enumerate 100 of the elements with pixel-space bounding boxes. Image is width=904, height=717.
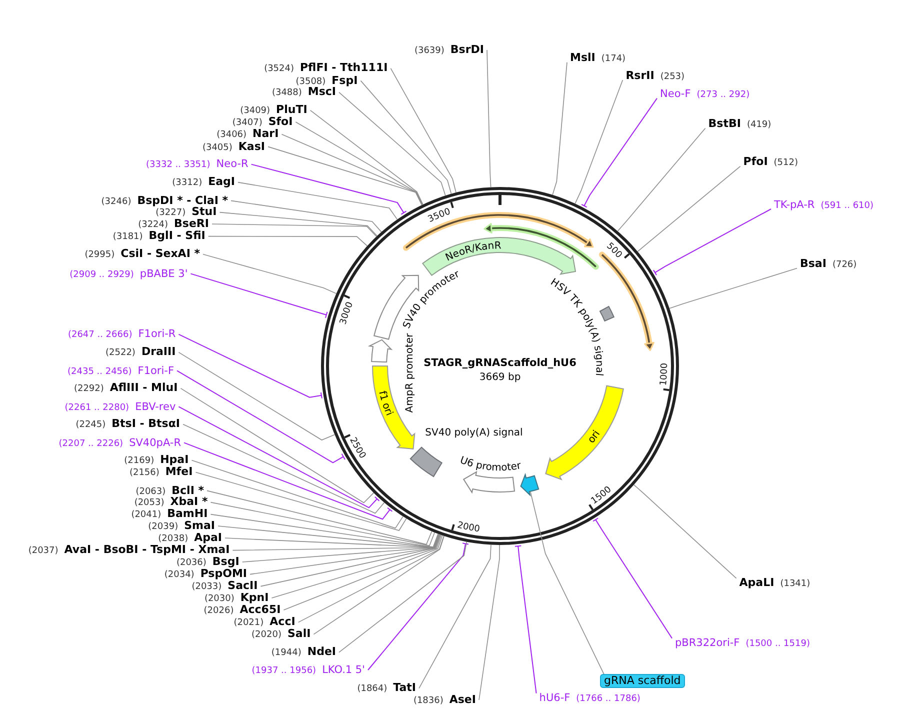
- cut-position: (2033): [192, 581, 222, 594]
- leader-line: [224, 534, 440, 548]
- leader-line: [219, 212, 378, 236]
- enzyme-name: BspDI * - ClaI *: [137, 194, 228, 207]
- cut-position: (2020): [252, 629, 282, 642]
- primer-name: Neo-F: [660, 87, 691, 102]
- cut-position: (2038): [158, 533, 188, 545]
- leader-line: [652, 208, 772, 276]
- cut-position: (2036): [176, 557, 206, 568]
- leader-line: [238, 182, 398, 220]
- cut-position: (3227): [156, 207, 186, 219]
- enzyme-name: DraIII: [141, 345, 176, 360]
- cut-position: (1944): [271, 647, 302, 660]
- plasmid-size: 3669 bp: [479, 372, 521, 383]
- leader-line: [271, 534, 442, 598]
- leader-line: [295, 122, 423, 206]
- cut-position: (726): [832, 259, 857, 272]
- leader-line: [195, 472, 407, 531]
- leader-line: [191, 460, 404, 529]
- feature-label: f1 ori: [376, 390, 394, 418]
- primer-position: (1500 .. 1519): [746, 638, 810, 652]
- cut-position: (3312): [172, 177, 202, 190]
- enzyme-name: BstBI: [708, 117, 741, 132]
- cut-position: (2063): [136, 486, 166, 498]
- cut-position: (3224): [138, 219, 168, 230]
- leader-line: [298, 536, 444, 623]
- enzyme-name: FspI: [332, 74, 358, 87]
- plasmid-name: STAGR_gRNAScaffold_hU6: [424, 357, 576, 369]
- feature-label: U6 promoter: [458, 455, 522, 474]
- primer-position: (2261 .. 2280): [64, 402, 130, 415]
- enzyme-name: BglI - SfiI: [148, 229, 206, 244]
- cut-position: (3246): [101, 196, 132, 209]
- feature-tag: gRNA scaffold: [600, 674, 685, 688]
- primer-name: F1ori-F: [138, 364, 174, 378]
- tick-label: 2000: [456, 520, 480, 535]
- leader-line: [202, 254, 337, 294]
- feature-label: AmpR promoter: [404, 333, 416, 413]
- primer-name: pBABE 3': [140, 266, 188, 281]
- enzyme-name: EagI: [208, 175, 235, 190]
- enzyme-name: PfoI: [743, 155, 768, 170]
- leader-line: [634, 484, 737, 579]
- cut-position: (419): [746, 119, 772, 132]
- enzyme-name: HpaI: [160, 453, 189, 467]
- leader-line: [617, 128, 706, 232]
- primer-position: (2435 .. 2456): [68, 366, 132, 379]
- primer-position: (2909 .. 2929): [70, 268, 134, 282]
- leader-line: [184, 442, 393, 520]
- primer-name: pBR322ori-F: [675, 636, 740, 650]
- primer-name: hU6-F: [539, 691, 570, 706]
- enzyme-name: NarI: [252, 127, 279, 142]
- leader-line: [260, 534, 441, 587]
- cut-position: (2053): [134, 497, 164, 510]
- cut-position: (253): [660, 71, 685, 84]
- enzyme-name: AvaI - BsoBI - TspMI - XmaI: [64, 543, 230, 557]
- leader-line: [338, 92, 446, 196]
- enzyme-name: SfoI: [268, 115, 293, 129]
- leader-line: [176, 370, 346, 464]
- enzyme-name: BamHI: [167, 507, 208, 520]
- cut-position: (3405): [202, 142, 232, 155]
- leader-line: [232, 534, 440, 551]
- leader-line: [178, 406, 380, 508]
- enzyme-name: AccI: [270, 615, 296, 628]
- cut-position: (3407): [232, 117, 262, 129]
- primer-position: (273 .. 292): [696, 89, 750, 102]
- leader-line: [180, 388, 374, 504]
- leader-line: [283, 535, 443, 610]
- enzyme-name: SmaI: [184, 519, 215, 533]
- leader-line: [313, 536, 444, 635]
- cut-position: (2156): [129, 467, 160, 480]
- leader-line: [574, 80, 624, 204]
- cut-position: (2041): [131, 509, 162, 522]
- leader-line: [360, 80, 452, 194]
- enzyme-name: PluTI: [276, 103, 308, 116]
- tick-label: 3500: [426, 207, 452, 225]
- leader-line: [390, 68, 456, 193]
- primer-position: (1937 .. 1956): [252, 665, 316, 678]
- enzyme-name: NdeI: [307, 645, 336, 660]
- sequence-feature: [520, 474, 540, 496]
- enzyme-name: ApaLI: [739, 576, 774, 590]
- leader-line: [310, 110, 424, 205]
- cut-position: (1836): [413, 695, 444, 708]
- leader-line: [190, 273, 328, 318]
- leader-line: [281, 134, 422, 206]
- leader-line: [338, 541, 468, 653]
- leader-line: [368, 542, 469, 670]
- cut-position: (3639): [414, 45, 444, 58]
- leader-line: [218, 526, 439, 548]
- enzyme-name: AseI: [449, 693, 476, 707]
- leader-line: [486, 50, 492, 188]
- feature-label: ori: [586, 428, 603, 446]
- enzyme-name: MfeI: [165, 465, 193, 480]
- cut-position: (3488): [272, 87, 302, 100]
- cut-position: (2169): [124, 455, 154, 468]
- leader-line: [530, 491, 604, 675]
- leader-line: [514, 545, 537, 694]
- leader-line: [478, 544, 500, 700]
- cut-position: (2292): [74, 383, 104, 396]
- leader-line: [210, 514, 438, 548]
- enzyme-name: MslI: [570, 51, 596, 66]
- enzyme-name: XbaI *: [170, 495, 208, 509]
